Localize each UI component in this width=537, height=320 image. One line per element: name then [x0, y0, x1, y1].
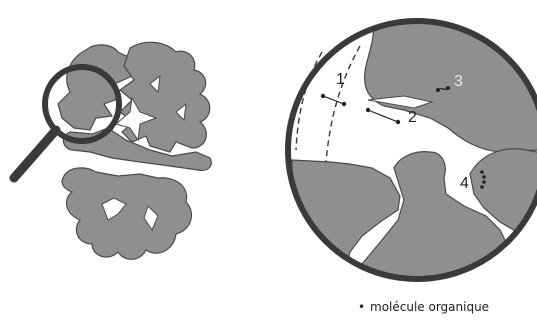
molecule-site-1	[321, 94, 346, 106]
zoom-view: 1 2 3 4	[288, 20, 537, 290]
label-site-2: 2	[408, 109, 417, 126]
label-site-3: 3	[454, 73, 463, 90]
aggregate-upper-right	[120, 42, 210, 152]
molecule-site-2	[366, 108, 400, 124]
label-site-4: 4	[460, 175, 469, 192]
soil-aggregate	[58, 42, 211, 259]
legend-label: molécule organique	[370, 300, 489, 314]
legend-marker: •	[358, 300, 365, 314]
dashed-boundary	[296, 46, 360, 162]
legend: • molécule organique	[358, 300, 489, 314]
magnifier-handle	[14, 130, 56, 178]
aggregate-lower	[62, 168, 191, 259]
zoom-particle-upper	[365, 20, 537, 152]
label-site-1: 1	[336, 71, 345, 88]
